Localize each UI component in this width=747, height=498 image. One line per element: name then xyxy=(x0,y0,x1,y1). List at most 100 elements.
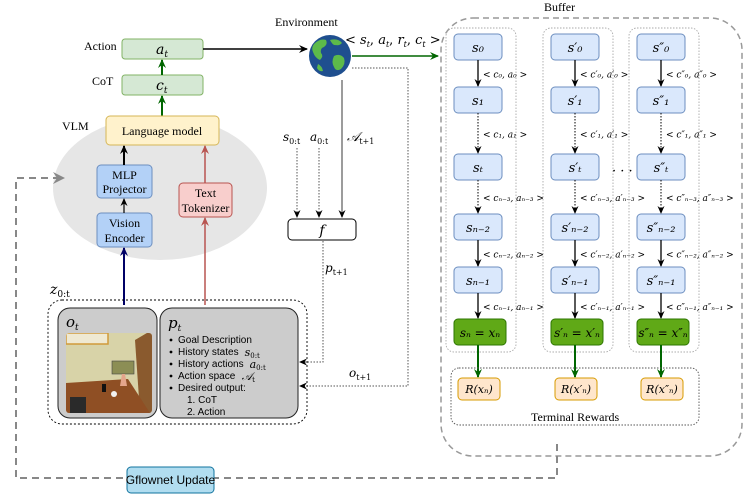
svg-text:s′₁: s′₁ xyxy=(568,94,583,109)
state-node: s″ₙ₋₁ xyxy=(636,266,686,294)
transition-label: < cₙ₋₁, aₙ₋₁ > xyxy=(483,303,544,313)
svg-text:s₁: s₁ xyxy=(472,94,484,109)
svg-text:s″ₙ₋₂: s″ₙ₋₂ xyxy=(647,221,676,236)
bullet-icon xyxy=(169,386,173,390)
svg-text:Encoder: Encoder xyxy=(105,231,145,245)
svg-text:s′ₙ₋₁: s′ₙ₋₁ xyxy=(562,274,589,289)
gflownet-update-button[interactable]: Gflownet Update xyxy=(126,466,216,494)
transition-label: < c′ₙ₋₁, a′ₙ₋₁ > xyxy=(580,303,645,313)
prompt-sub-item: 2. Action xyxy=(187,407,225,418)
svg-text:s′ₜ: s′ₜ xyxy=(569,161,583,176)
vision-encoder-box: Vision Encoder xyxy=(96,212,153,248)
action-space-label: 𝒜t+1 xyxy=(347,130,374,146)
svg-text:s0:t: s0:t xyxy=(245,346,260,360)
transition-label: < c″₁, a″₁ > xyxy=(666,131,717,141)
transition-label: < c′ₙ₋₂, a′ₙ₋₂ > xyxy=(580,251,645,261)
svg-text:at: at xyxy=(156,42,168,60)
terminal-state-node: sₙ = xₙ xyxy=(453,318,507,346)
transition-label: < c₀, a₀ > xyxy=(483,71,527,81)
svg-text:R(x″ₙ): R(x″ₙ) xyxy=(645,383,678,396)
state-node: s″ₜ xyxy=(636,153,686,181)
svg-text:a0:t: a0:t xyxy=(250,358,266,372)
buffer-container xyxy=(440,17,743,457)
cot-box: ct xyxy=(121,74,204,96)
svg-text:Goal Description: Goal Description xyxy=(178,335,252,346)
observation-image xyxy=(66,333,152,413)
state-node: s″₁ xyxy=(636,86,686,114)
svg-text:sₙ₋₁: sₙ₋₁ xyxy=(466,274,490,289)
buffer-title: Buffer xyxy=(544,0,575,14)
globe-icon xyxy=(309,35,351,77)
svg-text:s₀: s₀ xyxy=(472,41,485,56)
prompt-item: Desired output: xyxy=(169,383,246,394)
transition-label: < c₁, a₁ > xyxy=(483,131,527,141)
svg-text:f: f xyxy=(318,223,327,239)
buffer-ellipsis: · · · xyxy=(612,164,633,179)
transition-label: < c″ₙ₋₁, a″ₙ₋₁ > xyxy=(666,303,734,313)
state-node: s′ₙ₋₁ xyxy=(550,266,600,294)
environment-label: Environment xyxy=(275,15,338,29)
bullet-icon xyxy=(169,350,173,354)
state-node: sₙ₋₂ xyxy=(453,213,503,241)
state-node: s₁ xyxy=(453,86,503,114)
svg-text:s″ₜ: s″ₜ xyxy=(654,161,670,176)
bullet-icon xyxy=(169,338,173,342)
terminal-state-node: s′ₙ = x′ₙ xyxy=(550,318,604,346)
reward-node: R(x″ₙ) xyxy=(640,377,684,401)
transition-label: < cₙ₋₃, aₙ₋₃ > xyxy=(483,194,544,204)
cot-label: CoT xyxy=(92,74,114,88)
svg-text:History states: History states xyxy=(178,347,239,358)
trajectory-wrapper xyxy=(445,27,517,353)
svg-text:s″₀: s″₀ xyxy=(653,41,671,56)
trajectory-wrapper xyxy=(628,27,700,353)
svg-text:Gflownet Update: Gflownet Update xyxy=(126,473,216,487)
trajectory-wrapper xyxy=(542,27,614,353)
next-prompt-label: pt+1 xyxy=(325,261,348,277)
text-tokenizer-box: Text Tokenizer xyxy=(178,182,233,218)
language-model-box: Language model xyxy=(105,115,220,146)
input-container xyxy=(47,299,308,425)
action-label: Action xyxy=(84,39,117,53)
svg-text:Language model: Language model xyxy=(122,124,203,138)
svg-text:s′ₙ₋₂: s′ₙ₋₂ xyxy=(562,221,589,236)
arrow-env-to-observation xyxy=(299,67,409,390)
transition-label: < cₙ₋₂, aₙ₋₂ > xyxy=(483,251,544,261)
svg-text:Action space: Action space xyxy=(178,371,236,382)
svg-text:R(x′ₙ): R(x′ₙ) xyxy=(560,383,591,396)
svg-text:s″ₙ = x″ₙ: s″ₙ = x″ₙ xyxy=(638,326,687,340)
prompt-item: History actions a0:t xyxy=(169,358,266,372)
vlm-label: VLM xyxy=(62,119,89,133)
svg-text:Desired output:: Desired output: xyxy=(178,383,246,394)
svg-text:ot: ot xyxy=(66,313,79,333)
bullet-icon xyxy=(169,362,173,366)
history-actions-label: a0:t xyxy=(310,130,329,146)
svg-text:Text: Text xyxy=(195,186,217,200)
state-node: s′₁ xyxy=(550,86,600,114)
arrow-f-to-prompt xyxy=(299,241,324,366)
environment-tuple: < st, at, rt, ct > xyxy=(345,33,441,49)
state-node: s′₀ xyxy=(550,33,600,61)
svg-text:s′₀: s′₀ xyxy=(568,41,584,56)
history-states-label: s0:t xyxy=(283,130,301,146)
state-node: s″₀ xyxy=(636,33,686,61)
z-label: z0:t xyxy=(49,282,70,300)
action-box: at xyxy=(121,38,204,60)
prompt-item: History states s0:t xyxy=(169,346,260,360)
trajectory-column: s₀< c₀, a₀ >s₁< c₁, a₁ >sₜ< cₙ₋₃, aₙ₋₃ >… xyxy=(445,27,544,401)
terminal-state-node: s″ₙ = x″ₙ xyxy=(636,318,690,346)
bullet-icon xyxy=(169,374,173,378)
svg-text:s′ₙ = x′ₙ: s′ₙ = x′ₙ xyxy=(554,326,600,340)
transition-label: < c″₀, a″₀ > xyxy=(666,71,717,81)
trajectory-column: s″₀ < c″₀, a″₀ > s″₁ < c″₁, a″₁ > s″ₜ < c″ₙ₋₃… xyxy=(628,27,734,401)
trajectory-column: s′₀< c′₀, a′₀ >s′₁< c′₁, a′₁ >s′ₜ< c′ₙ₋₃… xyxy=(542,27,645,401)
next-observation-label: ot+1 xyxy=(349,366,371,382)
state-node: s₀ xyxy=(453,33,503,61)
transition-label: < c″ₙ₋₃, a″ₙ₋₃ > xyxy=(666,194,734,204)
svg-text:History actions: History actions xyxy=(178,359,244,370)
reward-node: R(x′ₙ) xyxy=(554,377,598,401)
svg-text:s″₁: s″₁ xyxy=(653,94,670,109)
reward-node: R(xₙ) xyxy=(457,377,501,401)
observation-card: ot xyxy=(57,307,158,419)
state-node: s′ₙ₋₂ xyxy=(550,213,600,241)
